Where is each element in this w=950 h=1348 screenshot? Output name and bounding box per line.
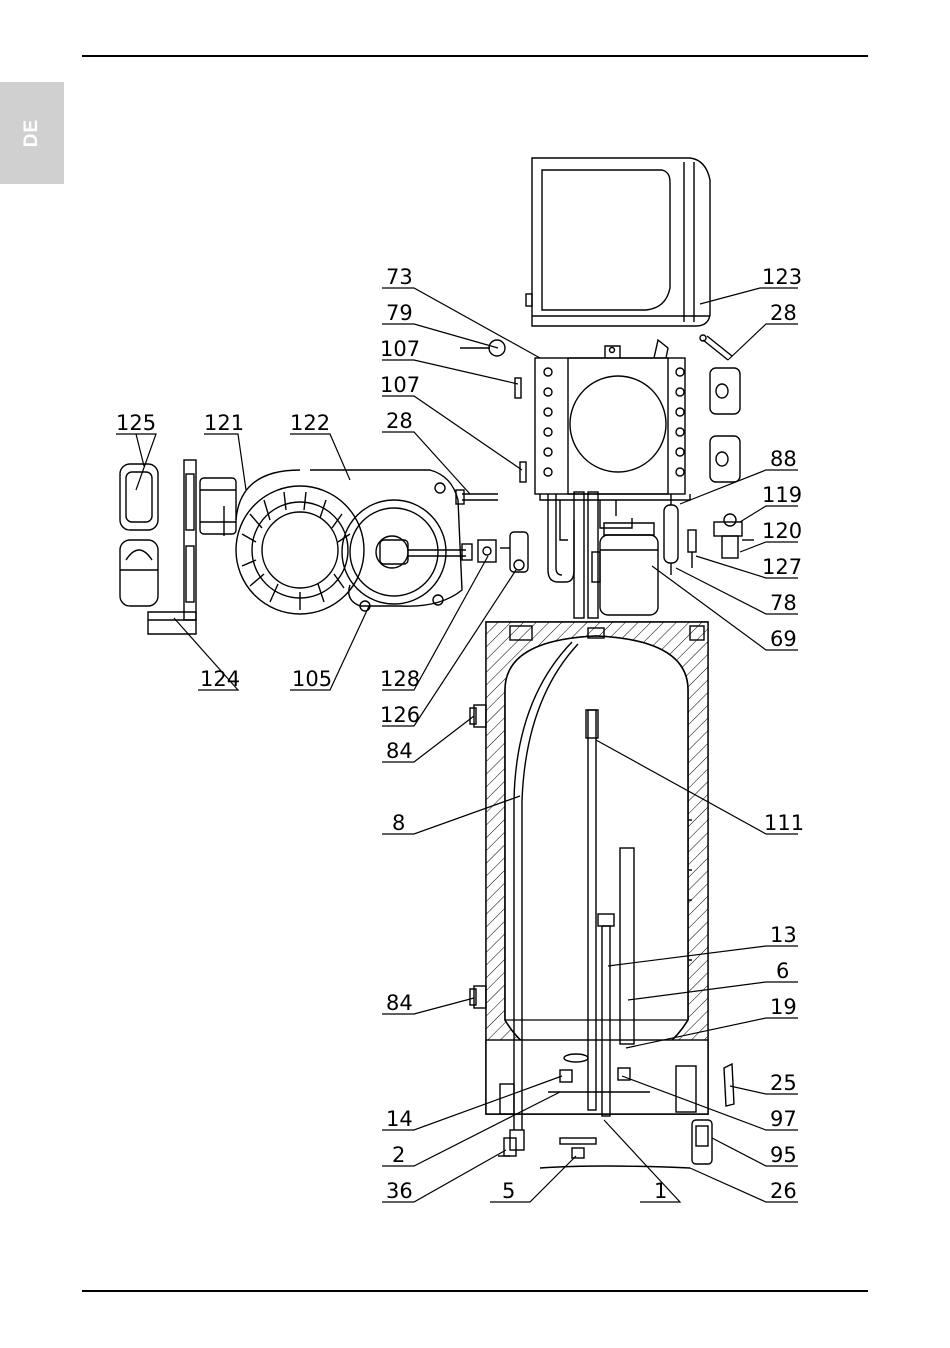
label-97: 97 [770,1107,797,1131]
valve-126 [500,532,528,572]
label-84-lower: 84 [386,991,413,1015]
label-69: 69 [770,627,797,651]
label-122: 122 [290,411,330,435]
evaporator-assembly [535,340,690,500]
sensor-probe-28 [700,335,732,360]
label-123: 123 [762,265,802,289]
label-107-lower: 107 [380,373,420,397]
fan-housing [200,470,462,614]
bracket-124 [148,612,196,634]
control-box-95 [692,1120,712,1164]
fan-impeller [342,500,472,604]
label-107-upper: 107 [380,337,420,361]
sensor-probe-28b [456,490,498,504]
base-plate-26 [540,1166,690,1168]
label-125: 125 [116,411,156,435]
bracket-25 [724,1064,734,1106]
socket-lower [470,986,486,1008]
filter-drier [664,494,678,575]
label-78: 78 [770,591,797,615]
fan-housing-lugs [360,483,445,611]
expansion-valve [714,514,754,558]
label-19: 19 [770,995,797,1019]
label-1: 1 [654,1179,667,1203]
label-26: 26 [770,1179,797,1203]
label-36: 36 [386,1179,413,1203]
label-88: 88 [770,447,797,471]
socket-upper [470,705,486,727]
top-cover [526,158,710,326]
label-79: 79 [386,301,413,325]
label-127: 127 [762,555,802,579]
thermostat-79 [460,340,505,356]
compressor [592,523,658,615]
label-84-upper: 84 [386,739,413,763]
label-6: 6 [776,959,789,983]
duct-flange [184,460,196,620]
label-2: 2 [392,1143,405,1167]
duct-adaptor-lower [120,540,158,606]
label-73: 73 [386,265,413,289]
label-105: 105 [292,667,332,691]
sensor-107a [515,378,521,398]
refrigerant-piping [548,492,632,618]
label-111: 111 [764,811,804,835]
tank-base [486,1040,708,1114]
label-14: 14 [386,1107,413,1131]
label-95: 95 [770,1143,797,1167]
label-28-right: 28 [770,301,797,325]
flange-5 [560,1138,596,1158]
label-25: 25 [770,1071,797,1095]
label-8: 8 [392,811,405,835]
duct-adaptor-upper [120,464,158,530]
label-121: 121 [204,411,244,435]
side-duct-parts [710,368,740,482]
label-120: 120 [762,519,802,543]
label-128: 128 [380,667,420,691]
label-119: 119 [762,483,802,507]
sensor-107b [520,462,526,482]
label-126: 126 [380,703,420,727]
label-28-left: 28 [386,409,413,433]
label-124: 124 [200,667,240,691]
label-13: 13 [770,923,797,947]
capillary-part-127 [688,530,696,568]
label-5: 5 [502,1179,515,1203]
